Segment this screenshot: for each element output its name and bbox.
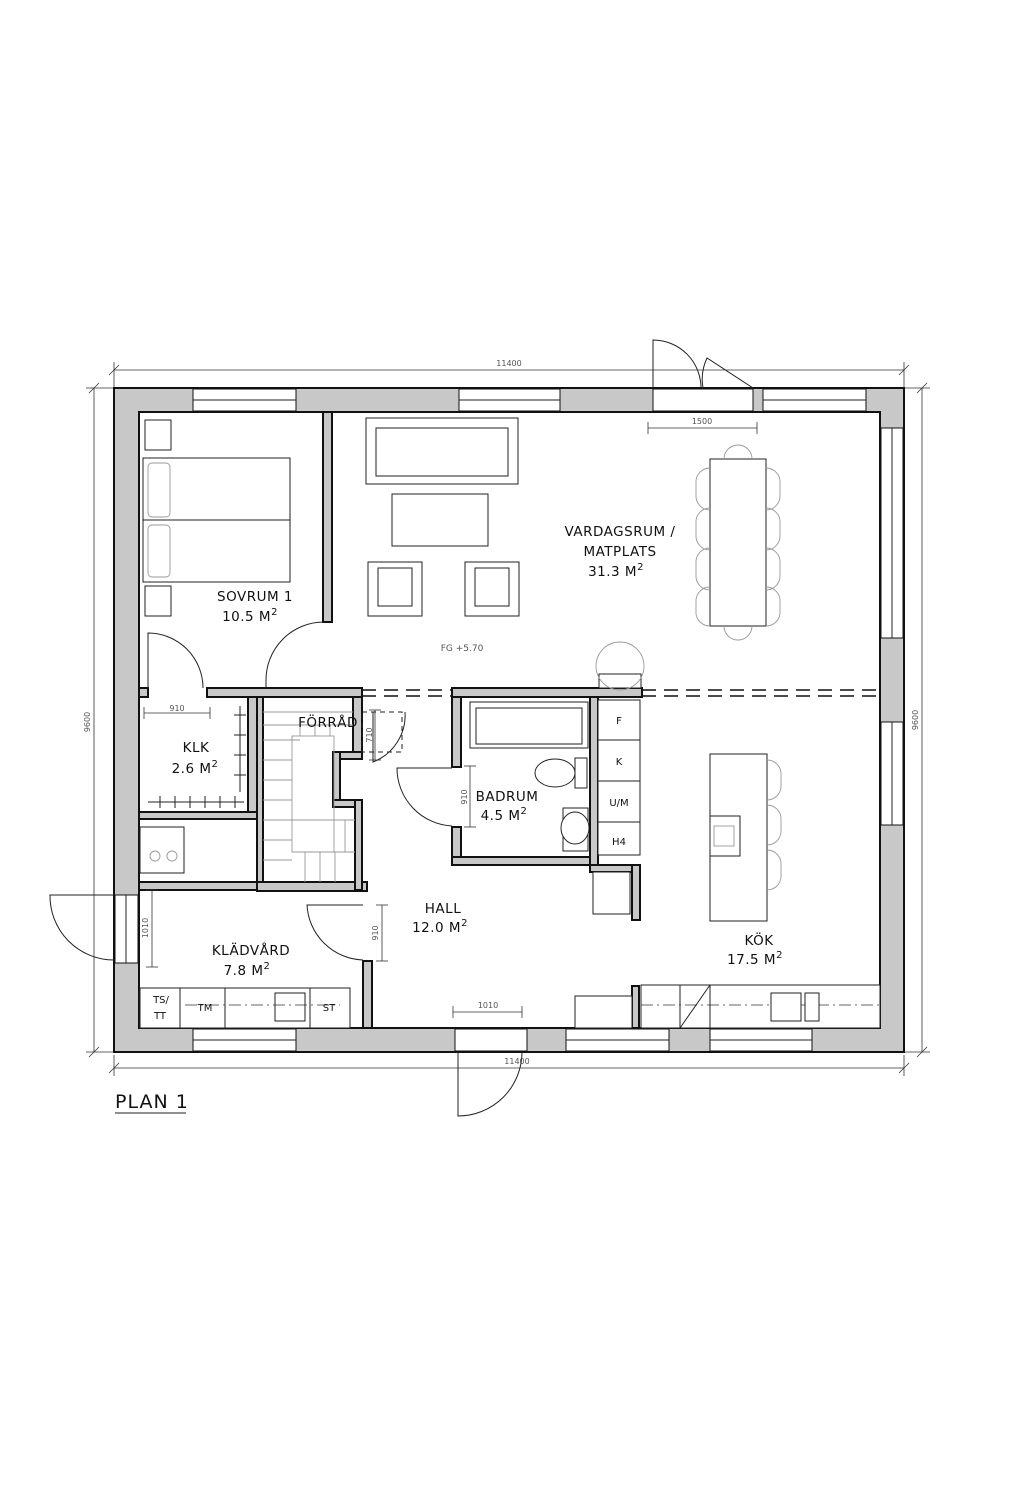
room-area-kok: 17.5 M2: [727, 950, 783, 968]
bathroom-fixtures: [469, 701, 590, 852]
dim-terrace-door: 1500: [692, 417, 712, 426]
dim-right-height: 9600: [911, 710, 920, 730]
dim-bottom-width: 11400: [504, 1057, 529, 1066]
dim-forrad-door: 710: [365, 727, 374, 742]
room-name-hall: HALL: [425, 901, 461, 917]
laundry-fixtures: [139, 826, 351, 1029]
room-area-sovrum: 10.5 M2: [222, 607, 278, 625]
dim-badrum-door: 910: [460, 789, 469, 804]
forrad-dashed-outline: [361, 711, 403, 753]
room-area-badrum: 4.5 M2: [481, 806, 528, 824]
room-name-sovrum: SOVRUM 1: [217, 589, 293, 605]
room-name-klk: KLK: [183, 740, 210, 756]
appliance-fridge-label: K: [616, 757, 623, 768]
appliance-freezer-label: F: [616, 716, 622, 727]
appliance-oven-label: U/M: [609, 798, 628, 809]
room-name-matplats: MATPLATS: [583, 544, 656, 560]
room-name-kladvard: KLÄDVÅRD: [212, 941, 290, 959]
dim-klk-door: 910: [169, 704, 184, 713]
stairs: [263, 711, 355, 882]
appliance-tm-label: TM: [197, 1003, 213, 1014]
room-name-kok: KÖK: [744, 931, 774, 949]
living-furniture: [365, 417, 781, 691]
appliance-st-label: ST: [323, 1003, 336, 1014]
room-name-vardagsrum: VARDAGSRUM /: [565, 524, 676, 540]
dim-left-height: 9600: [83, 712, 92, 732]
dimension-lines: [86, 362, 930, 1076]
dim-entry-door: 1010: [478, 1001, 498, 1010]
windows: [114, 388, 904, 1052]
dim-hall-door: 910: [371, 925, 380, 940]
room-area-vardagsrum: 31.3 M2: [588, 562, 644, 580]
room-area-klk: 2.6 M2: [172, 759, 219, 777]
appliance-tt-label: TT: [153, 1011, 167, 1022]
bedroom-furniture: [142, 419, 291, 617]
kitchen-furniture: [574, 699, 881, 1029]
appliance-ts-label: TS/: [152, 995, 169, 1006]
floor-level-label: FG +5.70: [441, 644, 484, 654]
room-area-hall: 12.0 M2: [412, 918, 468, 936]
dim-kladvard-door: 1010: [141, 918, 150, 938]
room-name-badrum: BADRUM: [476, 789, 539, 805]
klk-shelving: [148, 706, 246, 808]
dim-top-width: 11400: [496, 359, 521, 368]
doors: [49, 339, 754, 1117]
room-name-forrad: FÖRRÅD: [298, 713, 358, 731]
plan-title: PLAN 1: [115, 1091, 189, 1113]
interior-dimensions: [143, 422, 758, 1018]
appliance-h4-label: H4: [612, 837, 626, 848]
room-area-kladvard: 7.8 M2: [224, 961, 271, 979]
